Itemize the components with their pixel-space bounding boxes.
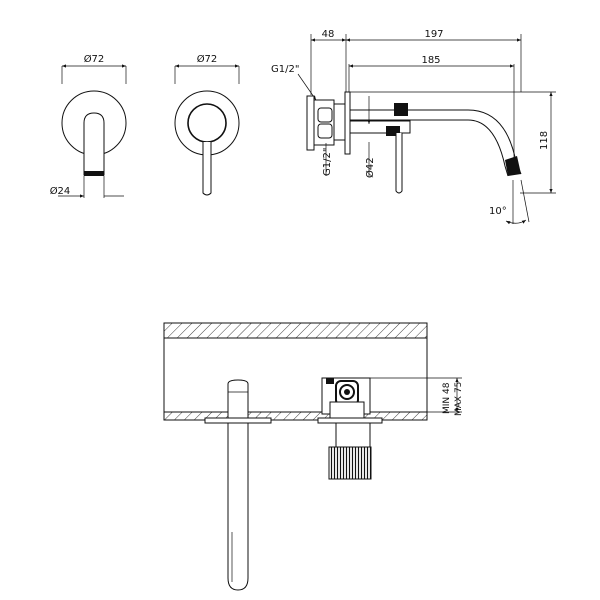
valve-sleeve [333, 103, 346, 141]
diameter-42-label: Ø42 [364, 157, 376, 178]
valve-stem-housing [335, 422, 371, 448]
wall-cavity [163, 337, 428, 413]
wall-plate [306, 95, 315, 151]
spout-tube [83, 112, 105, 176]
angle-10-label: 10° [489, 206, 507, 217]
dimension-185-label: 185 [421, 55, 440, 66]
handle-base [386, 126, 400, 136]
min-48-label: MIN 48 [442, 382, 452, 414]
handle-knob-circle [187, 103, 227, 143]
spout-escutcheon [204, 417, 272, 424]
spout-diameter-72-label: Ø72 [84, 53, 105, 65]
thread-g12-vertical-label: G1/2" [322, 148, 333, 176]
dimension-197-label: 197 [424, 29, 443, 40]
spout-pipe [227, 422, 249, 591]
installation-view: MIN 48 MAX 75 [163, 322, 464, 591]
dimension-118-label: 118 [539, 131, 550, 150]
handle-side-lever [395, 133, 403, 194]
spout-outlet [84, 171, 104, 176]
knurled-handle [328, 446, 372, 480]
side-view: 48 197 185 G1/2" G1/2" Ø42 [271, 29, 556, 225]
valve-cartridge-top [317, 107, 333, 123]
front-view-spout: Ø72 Ø24 [50, 53, 127, 198]
spout-bottom-edge [350, 119, 509, 177]
spout-connector [227, 379, 249, 419]
wall-bottom-hatch [163, 411, 428, 421]
spout-diameter-24-label: Ø24 [50, 185, 71, 197]
handle-lever [202, 142, 212, 196]
thread-g12-top-label: G1/2" [271, 64, 299, 75]
valve-escutcheon [317, 417, 383, 424]
dimension-48-label: 48 [322, 29, 335, 40]
valve-flange [329, 401, 365, 419]
wall-top-hatch [163, 322, 428, 339]
max-75-label: MAX 75 [454, 382, 464, 416]
valve-cartridge-bottom [317, 123, 333, 139]
escutcheon-plate [344, 91, 351, 155]
front-view-handle: Ø72 [174, 53, 240, 196]
spout-tip [505, 156, 521, 176]
handle-diameter-72-label: Ø72 [197, 53, 218, 65]
handle-side-body [349, 120, 411, 134]
